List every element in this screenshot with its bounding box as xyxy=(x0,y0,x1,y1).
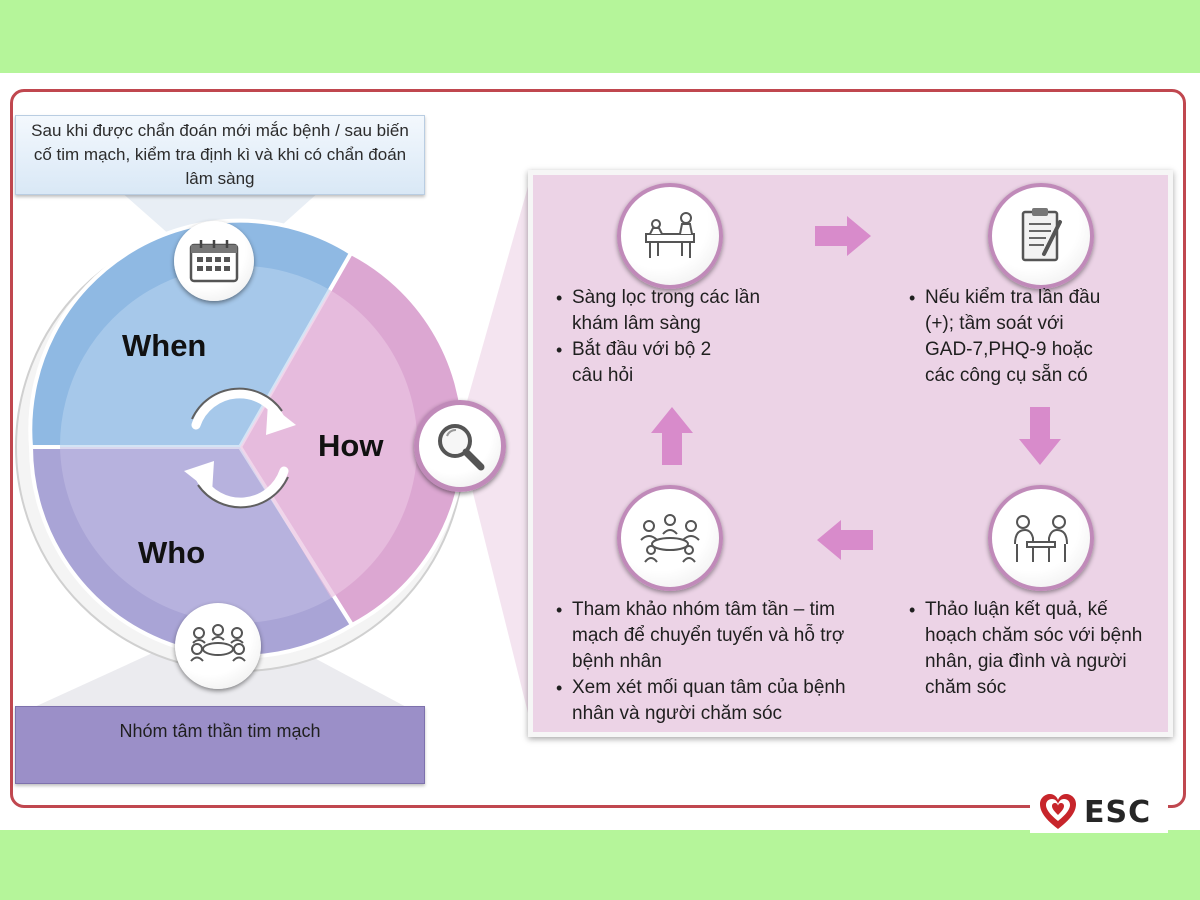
heart-logo-icon xyxy=(1040,794,1076,829)
step-1-list: Sàng lọc trong các lần khám lâm sàng Bắt… xyxy=(556,285,796,389)
step-1-bullet: Sàng lọc trong các lần khám lâm sàng xyxy=(556,285,796,337)
when-description: Sau khi được chẩn đoán mới mắc bệnh / sa… xyxy=(15,115,425,195)
when-description-text: Sau khi được chẩn đoán mới mắc bệnh / sa… xyxy=(31,121,409,188)
calendar-icon xyxy=(189,240,239,283)
esc-logo: ESC xyxy=(1030,791,1168,833)
step-4-bullet: Xem xét mối quan tâm của bệnh nhân và ng… xyxy=(556,675,872,727)
who-description-text: Nhóm tâm thần tim mạch xyxy=(119,721,321,741)
magnifier-icon xyxy=(438,424,485,471)
arrow-left-icon xyxy=(817,520,873,560)
step-4-list: Tham khảo nhóm tâm tần – tim mạch để chu… xyxy=(556,597,876,727)
when-label: When xyxy=(122,328,207,363)
arrow-right-icon xyxy=(815,216,871,256)
magnifier-icon-button xyxy=(414,400,506,492)
meeting-icon xyxy=(988,485,1094,591)
process-wheel xyxy=(15,169,533,733)
diagram-frame xyxy=(10,89,1186,808)
consultation-icon xyxy=(617,183,723,289)
step-3-bullet: Thảo luận kết quả, kế hoạch chăm sóc với… xyxy=(909,597,1144,701)
team-icon xyxy=(617,485,723,591)
step-2-list: Nếu kiểm tra lần đầu (+); tầm soát với G… xyxy=(909,285,1109,389)
step-2-bullet: Nếu kiểm tra lần đầu (+); tầm soát với G… xyxy=(909,285,1109,389)
step-3-list: Thảo luận kết quả, kế hoạch chăm sóc với… xyxy=(909,597,1144,701)
who-label: Who xyxy=(138,535,206,570)
diagram-stage: When How Who xyxy=(0,73,1200,833)
group-icon xyxy=(190,624,246,662)
arrow-up-icon xyxy=(651,407,693,465)
esc-logo-text: ESC xyxy=(1084,794,1152,830)
arrow-down-icon xyxy=(1019,407,1061,465)
step-4-bullet: Tham khảo nhóm tâm tần – tim mạch để chu… xyxy=(556,597,852,675)
clipboard-icon xyxy=(988,183,1094,289)
who-description: Nhóm tâm thần tim mạch xyxy=(15,706,425,784)
how-label: How xyxy=(318,428,384,463)
group-icon-button xyxy=(175,603,261,689)
step-1-bullet: Bắt đầu với bộ 2 câu hỏi xyxy=(556,337,712,389)
calendar-icon-button xyxy=(174,221,254,301)
